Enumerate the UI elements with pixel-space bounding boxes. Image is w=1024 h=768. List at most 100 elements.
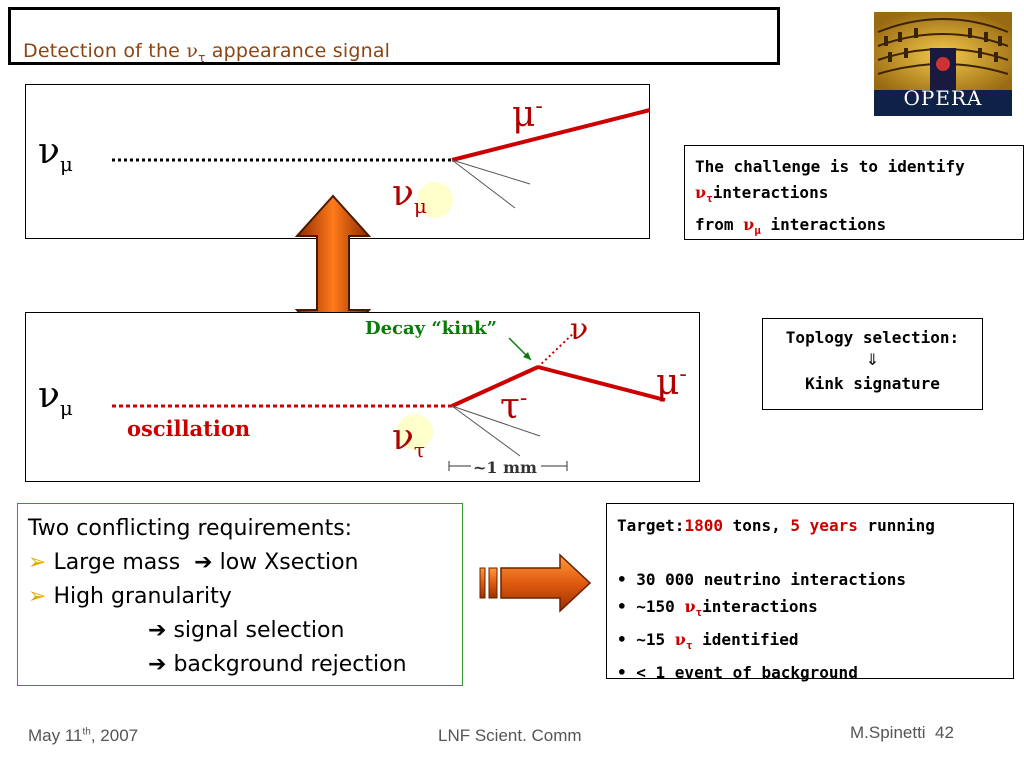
mu-subscript: μ: [754, 224, 761, 238]
slide-title: Detection of the ντ appearance signal: [23, 40, 390, 65]
decay-kink-label: Decay “kink”: [365, 318, 497, 339]
footer-date-b: , 2007: [90, 726, 139, 745]
requirements-heading: Two conflicting requirements:: [28, 516, 353, 541]
hadron-track: [451, 405, 521, 457]
challenge-interactions-2: interactions: [760, 215, 887, 235]
bullet-arrow-icon: ➢: [28, 584, 47, 609]
muon-label-2: μ-: [656, 364, 687, 401]
nutau-interaction-diagram: [112, 328, 666, 471]
nu-symbol: ν: [392, 173, 414, 214]
requirement-1-text: Large mass: [53, 550, 181, 575]
requirement-item-1: ➢ Large mass ➔ low Xsection: [28, 546, 462, 580]
vertex-highlight: [397, 414, 433, 450]
requirement-sub-2: ➔ background rejection: [28, 648, 462, 682]
topology-box: Toplogy selection: ⇓ Kink signature: [762, 318, 983, 410]
target-bullet-2: • ~150 ντinteractions: [617, 593, 1013, 626]
numu-interaction-diagram: [112, 108, 650, 218]
target-running: running: [857, 516, 935, 535]
target-label: Target:: [617, 516, 685, 535]
requirement-sub-1: ➔ signal selection: [28, 614, 462, 648]
incoming-numu-label-2: νμ: [38, 375, 73, 421]
down-double-arrow-icon: ⇓: [865, 350, 880, 369]
tau-track: [451, 365, 539, 408]
nutau-interaction-panel: [25, 312, 700, 482]
right-arrow-icon: ➔: [148, 618, 167, 643]
opera-logo: OPERA: [874, 12, 1012, 116]
mu-subscript: μ: [59, 396, 73, 421]
requirement-sub-1-text: signal selection: [173, 618, 345, 643]
target-bullet-4: • < 1 event of background: [617, 663, 858, 683]
mu-symbol: μ: [656, 362, 680, 403]
title-nu-sub: τ: [198, 50, 206, 65]
kink-pointer-head: [523, 352, 531, 360]
vertex-highlight: [417, 182, 453, 218]
bullet-arrow-icon: ➢: [28, 550, 47, 575]
topology-line-2: Kink signature: [805, 374, 940, 393]
requirement-2-text: High granularity: [53, 584, 232, 609]
target-bullet-3-suffix: identified: [692, 630, 799, 650]
challenge-line-3: from νμ interactions: [695, 212, 1023, 244]
topology-line-1: Toplogy selection:: [785, 328, 960, 347]
minus-superscript: -: [679, 362, 687, 387]
challenge-from: from: [695, 215, 744, 235]
title-box: Detection of the ντ appearance signal: [8, 7, 780, 65]
title-suffix: appearance signal: [205, 40, 391, 62]
title-nu: ν: [186, 40, 199, 62]
challenge-interactions: interactions: [712, 183, 829, 202]
tau-symbol: τ: [500, 386, 520, 427]
oscillation-label: oscillation: [127, 416, 251, 441]
tau-label: τ-: [500, 388, 527, 425]
nu-symbol: ν: [695, 183, 707, 202]
vertex-numu-label: νμ: [392, 173, 427, 217]
mu-subscript: μ: [59, 152, 73, 177]
challenge-box: The challenge is to identify ντinteracti…: [684, 145, 1024, 240]
nu-symbol: ν: [674, 630, 686, 650]
title-prefix: Detection of the: [23, 40, 187, 62]
target-bullet-2-suffix: interactions: [702, 597, 818, 616]
tau-subscript: τ: [695, 606, 703, 620]
logo-text: OPERA: [903, 86, 983, 110]
muon-track: [451, 108, 650, 162]
nu-symbol: ν: [684, 597, 696, 616]
vertex-nutau-label: ντ: [392, 417, 425, 463]
muon-label: μ-: [512, 96, 543, 133]
minus-superscript: -: [519, 386, 528, 411]
requirements-box: Two conflicting requirements: ➢ Large ma…: [17, 503, 463, 686]
minus-superscript: -: [535, 94, 543, 119]
footer-date-a: May 11: [28, 726, 83, 745]
outgoing-nu-label: ν: [570, 312, 589, 347]
tau-subscript: τ: [685, 639, 693, 653]
nu-symbol: ν: [38, 375, 60, 416]
requirement-sub-2-text: background rejection: [173, 652, 407, 677]
requirement-1-result: low Xsection: [219, 550, 359, 575]
target-bullet-1: • 30 000 neutrino interactions: [617, 570, 906, 589]
footer-date: May 11th, 2007: [28, 726, 138, 746]
outgoing-neutrino-track: [537, 328, 579, 368]
nu-symbol: ν: [743, 215, 755, 235]
tau-subscript: τ: [413, 438, 425, 463]
mu-symbol: μ: [512, 94, 536, 135]
incoming-numu-label: νμ: [38, 131, 73, 177]
nu-symbol: ν: [392, 417, 414, 458]
tau-subscript: τ: [706, 192, 713, 206]
footer-date-sup: th: [82, 726, 91, 738]
page-number: 42: [935, 723, 954, 742]
target-tons-value: 1800: [684, 516, 723, 535]
hadron-track: [451, 405, 541, 437]
target-tons-text: tons,: [722, 516, 791, 535]
challenge-line-1: The challenge is to identify: [695, 157, 965, 176]
target-bullet-3-prefix: • ~15: [617, 630, 675, 650]
footer-event: LNF Scient. Comm: [438, 726, 582, 745]
footer-author: M.Spinetti: [850, 723, 926, 742]
hadron-track: [451, 159, 531, 185]
right-arrow-icon: [479, 553, 592, 613]
requirement-item-2: ➢ High granularity: [28, 580, 462, 614]
opera-theatre-icon: [874, 12, 1012, 116]
target-line: Target:1800 tons, 5 years running: [617, 512, 1013, 539]
daughter-muon-track: [537, 365, 666, 402]
nu-symbol: ν: [38, 131, 60, 172]
hadron-track: [451, 159, 516, 209]
right-arrow-icon: ➔: [194, 550, 213, 575]
target-bullet-3: • ~15 ντ identified: [617, 626, 1013, 659]
right-arrow-icon: ➔: [148, 652, 167, 677]
